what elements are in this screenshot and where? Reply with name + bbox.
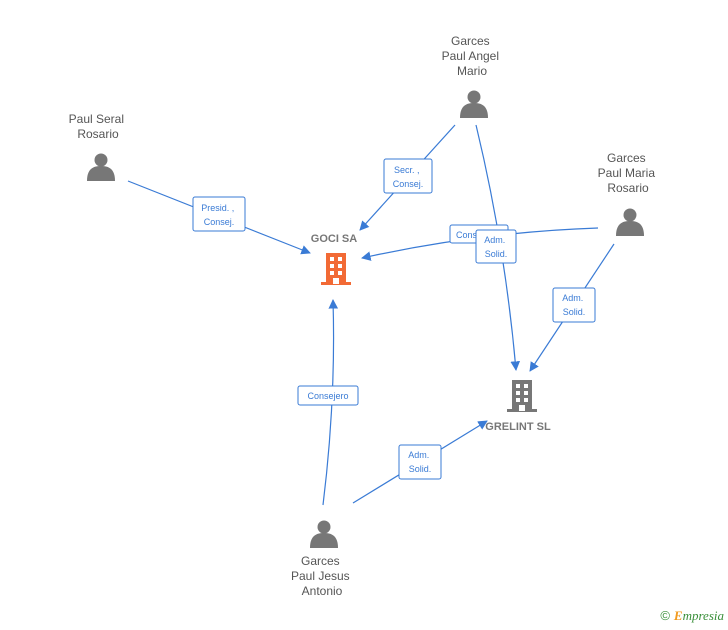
svg-text:Garces Paul Maria: Garces Paul Maria Rosario: [598, 151, 659, 195]
relation-label-angel-grelint[interactable]: Adm. Solid.: [475, 229, 517, 264]
svg-text:Paul Seral Rosario: Paul Seral Rosario: [69, 112, 128, 141]
svg-text:Consej.: Consej.: [456, 230, 487, 240]
company-node-grelint[interactable]: GRELINT SL: [485, 380, 551, 433]
svg-text:GRELINT SL: GRELINT SL: [485, 421, 551, 433]
svg-text:Presid. , Consej.: Presid. , Consej.: [201, 203, 237, 227]
relation-label-seral-goci[interactable]: Presid. , Consej.: [192, 196, 246, 232]
svg-text:Adm. Solid.: Adm. Solid.: [408, 450, 432, 474]
relation-label-jesus-goci[interactable]: Consejero: [297, 385, 359, 406]
person-node-angel[interactable]: Garces Paul Angel Mario: [442, 34, 503, 118]
edges: [127, 124, 615, 506]
svg-text:Consejero: Consejero: [307, 391, 348, 401]
building-icon: [507, 380, 537, 412]
svg-text:Secr. , Consej.: Secr. , Consej.: [393, 165, 424, 189]
person-node-seral[interactable]: Paul Seral Rosario: [69, 112, 128, 181]
svg-text:GOCI SA: GOCI SA: [311, 233, 358, 245]
brand-logo: ©Empresia: [660, 608, 724, 623]
svg-text:Garces Paul Jesus: Garces Paul Jesus Antonio: [291, 554, 353, 598]
person-icon: [616, 208, 644, 236]
svg-text:Adm. Solid.: Adm. Solid.: [484, 235, 508, 259]
company-node-goci[interactable]: GOCI SA: [311, 233, 358, 285]
person-node-jesus[interactable]: Garces Paul Jesus Antonio: [291, 520, 353, 599]
relation-label-jesus-grelint[interactable]: Adm. Solid.: [398, 444, 442, 480]
relation-label-angel-goci[interactable]: Secr. , Consej.: [383, 158, 433, 194]
svg-text:Adm. Solid.: Adm. Solid.: [562, 293, 586, 317]
person-node-maria[interactable]: Garces Paul Maria Rosario: [598, 151, 659, 236]
building-icon: [321, 253, 351, 285]
person-icon: [460, 90, 488, 118]
person-icon: [87, 153, 115, 181]
person-icon: [310, 520, 338, 548]
relation-label-maria-grelint[interactable]: Adm. Solid.: [552, 287, 596, 323]
copyright-icon: ©: [660, 608, 670, 623]
svg-text:Garces Paul Angel: Garces Paul Angel Mario: [442, 34, 503, 78]
